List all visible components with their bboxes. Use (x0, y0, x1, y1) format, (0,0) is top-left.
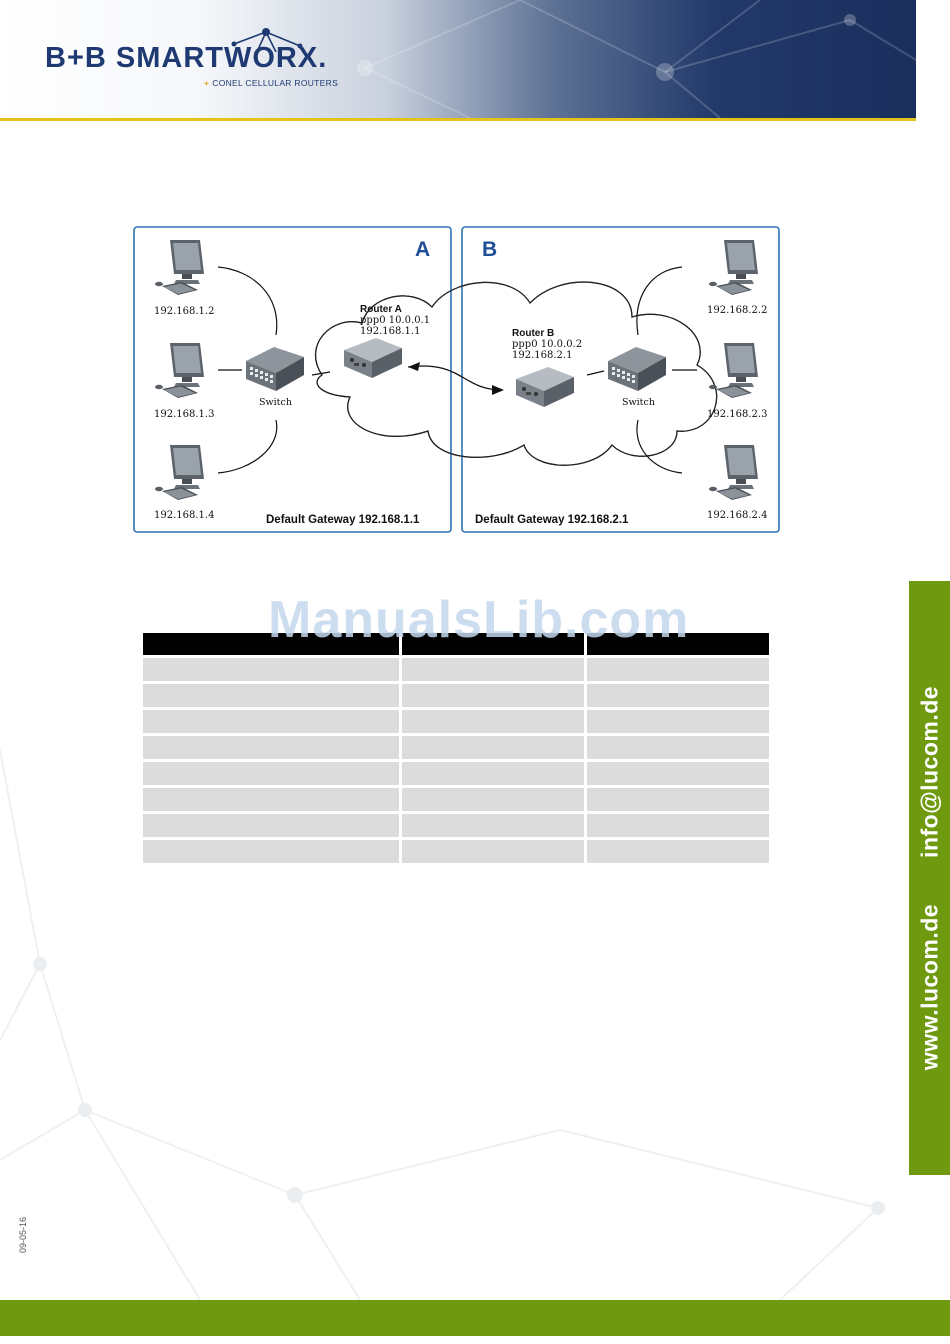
router-b-ppp: ppp0 10.0.0.2 (512, 339, 582, 350)
panel-b-label: B (482, 238, 497, 261)
switch-label: Switch (259, 397, 292, 408)
computer-icon (709, 240, 758, 295)
table-header-cell (401, 633, 584, 655)
default-gateway-b: Default Gateway 192.168.2.1 (475, 514, 629, 526)
switch-icon (246, 347, 304, 391)
network-diagram: A B 192.168.1.2 192.168.1.3 192.168.1.4 … (133, 226, 780, 533)
table-cell (586, 736, 769, 759)
computer-icon (155, 343, 204, 398)
table-cell (401, 788, 584, 811)
router-b-ip: 192.168.2.1 (512, 350, 572, 361)
background-network-lines (0, 749, 885, 1300)
date-code: 09-05-16 (18, 1216, 28, 1253)
router-a-ip: 192.168.1.1 (360, 326, 420, 337)
router-a-ppp: ppp0 10.0.0.1 (360, 315, 430, 326)
table-cell (401, 658, 584, 681)
page-header: B+B SMARTWORX. +CONEL CELLULAR ROUTERS (0, 0, 916, 118)
table-cell (586, 840, 769, 863)
table-cell (143, 710, 399, 733)
table-header-cell (143, 633, 399, 655)
table-cell (586, 710, 769, 733)
table-header-row (143, 633, 769, 655)
panel-a-label: A (415, 238, 430, 261)
table-cell (586, 684, 769, 707)
computer-icon (155, 240, 204, 295)
computer-icon (155, 445, 204, 500)
table-cell (401, 762, 584, 785)
brand-logo-text: B+B SMARTWORX. (45, 42, 328, 74)
table-row (143, 736, 769, 759)
header-network-graphic (231, 0, 916, 118)
table-cell (143, 762, 399, 785)
table-cell (586, 762, 769, 785)
table-row (143, 814, 769, 837)
address-table (140, 630, 772, 866)
table-row (143, 658, 769, 681)
table-cell (143, 658, 399, 681)
host-label: 192.168.1.4 (154, 510, 214, 521)
default-gateway-a: Default Gateway 192.168.1.1 (266, 514, 420, 526)
table-cell (143, 840, 399, 863)
table-row (143, 762, 769, 785)
host-label: 192.168.1.3 (154, 409, 214, 420)
table-cell (586, 658, 769, 681)
table-cell (143, 788, 399, 811)
switch-label: Switch (622, 397, 655, 408)
table-row (143, 710, 769, 733)
table-header-cell (586, 633, 769, 655)
router-a-name: Router A (360, 304, 402, 315)
table-row (143, 684, 769, 707)
header-divider (0, 118, 916, 121)
logo-network-icon (233, 31, 301, 55)
website-link[interactable]: www.lucom.de (916, 903, 942, 1071)
brand-tagline: +CONEL CELLULAR ROUTERS (204, 78, 339, 88)
network-panel-a (133, 226, 452, 533)
table-cell (401, 710, 584, 733)
table-cell (401, 840, 584, 863)
router-b-name: Router B (512, 328, 554, 339)
computer-icon (709, 445, 758, 500)
email-link[interactable]: info@lucom.de (916, 685, 942, 858)
contact-side-tab: www.lucom.de info@lucom.de (909, 581, 950, 1175)
table-cell (143, 736, 399, 759)
footer-bar (0, 1300, 950, 1336)
table-row (143, 840, 769, 863)
table-cell (143, 684, 399, 707)
host-label: 192.168.1.2 (154, 306, 214, 317)
table-cell (401, 814, 584, 837)
table-cell (586, 814, 769, 837)
table-cell (401, 684, 584, 707)
host-label: 192.168.2.4 (707, 510, 767, 521)
network-panel-b (461, 226, 780, 533)
host-label: 192.168.2.3 (707, 409, 767, 420)
table-cell (143, 814, 399, 837)
table-cell (401, 736, 584, 759)
host-label: 192.168.2.2 (707, 305, 767, 316)
watermark: ManualsLib.com (268, 591, 690, 649)
table-row (143, 788, 769, 811)
table-cell (586, 788, 769, 811)
